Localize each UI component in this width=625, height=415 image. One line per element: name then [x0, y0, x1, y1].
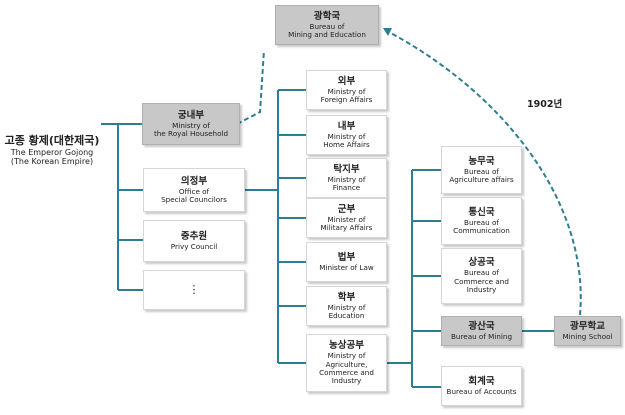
label-en: Minister of Military Affairs [320, 214, 373, 232]
label-ko: 외부 [337, 75, 356, 87]
label-en: Bureau of Communication [453, 217, 510, 235]
label-ko: 탁지부 [333, 163, 360, 175]
box-ministry-agriculture: 농상공부 Ministry of Agriculture, Commerce a… [306, 334, 387, 392]
label-en: Privy Council [170, 241, 218, 251]
label-en: Ministry of Foreign Affairs [320, 86, 373, 104]
box-ministry-military: 군부 Minister of Military Affairs [306, 198, 387, 238]
box-ministry-law: 법부 Minister of Law [306, 242, 387, 282]
label-ko: 상공국 [468, 257, 495, 269]
box-bureau-commerce: 상공국 Bureau of Commerce and Industry [441, 248, 522, 304]
box-royal-household: 궁내부 Ministry of the Royal Household [142, 103, 240, 145]
box-bureau-agriculture: 농무국 Bureau of Agriculture affairs [441, 146, 522, 194]
box-ministry-education: 학부 Ministry of Education [306, 286, 387, 326]
label-en: Bureau of Commerce and Industry [454, 268, 509, 295]
label-en: Minister of Law [319, 262, 374, 272]
label-en: Bureau of Accounts [446, 386, 517, 396]
label-ko: 광무학교 [570, 320, 605, 332]
label-ko: 군부 [337, 203, 356, 215]
label-ko: 광학국 [313, 10, 341, 22]
label-en: Ministry of Education [327, 302, 366, 320]
label-ko: 내부 [337, 120, 356, 132]
box-more: ⋮ [143, 270, 245, 310]
box-special-councilors: 의정부 Office of Special Councilors [143, 168, 245, 212]
label-ko: 학부 [337, 291, 356, 303]
ellipsis: ⋮ [188, 283, 200, 296]
label-en: Ministry of Home Affairs [323, 131, 370, 149]
label-en: Ministry of Agriculture, Commerce and In… [319, 351, 374, 386]
box-ministry-finance: 탁지부 Ministry of Finance [306, 158, 387, 198]
box-bureau-communication: 통신국 Bureau of Communication [441, 197, 522, 245]
box-ministry-home: 내부 Ministry of Home Affairs [306, 115, 387, 155]
box-bureau-mining: 광산국 Bureau of Mining [441, 316, 522, 346]
label-ko: 궁내부 [177, 109, 205, 121]
label-ko: 법부 [337, 251, 356, 263]
connector-household-bureau-dashed [236, 49, 265, 125]
box-emperor: 고종 황제(대한제국) The Emperor Gojong (The Kore… [2, 120, 102, 180]
label-en: Bureau of Mining and Education [288, 21, 366, 39]
label-ko: 회계국 [468, 375, 495, 387]
label-ko: 농상공부 [329, 340, 364, 352]
box-privy-council: 중추원 Privy Council [143, 220, 245, 262]
box-mining-school: 광무학교 Mining School [554, 316, 621, 346]
label-ko: 중추원 [180, 230, 208, 242]
box-bureau-accounts: 회계국 Bureau of Accounts [441, 366, 522, 406]
label-en: Bureau of Agriculture affairs [449, 166, 514, 184]
label-en: Mining School [562, 331, 613, 341]
label-ko: 고종 황제(대한제국) [4, 133, 100, 147]
label-ko: 통신국 [468, 206, 495, 218]
label-ko: 의정부 [180, 175, 208, 187]
box-bureau-mining-education: 광학국 Bureau of Mining and Education [275, 5, 379, 45]
box-ministry-foreign: 외부 Ministry of Foreign Affairs [306, 70, 387, 110]
label-en: Bureau of Mining [450, 331, 513, 341]
connector-school-bureau-dashed-arrow [384, 29, 582, 316]
label-ko: 농무국 [468, 155, 495, 167]
arrowhead [383, 28, 392, 36]
label-en: Ministry of Finance [327, 174, 366, 192]
label-en: The Emperor Gojong (The Korean Empire) [10, 147, 94, 166]
label-en: Ministry of the Royal Household [153, 120, 229, 138]
year-label: 1902년 [527, 99, 563, 110]
label-en: Office of Special Councilors [161, 186, 227, 204]
label-ko: 광산국 [468, 320, 495, 332]
